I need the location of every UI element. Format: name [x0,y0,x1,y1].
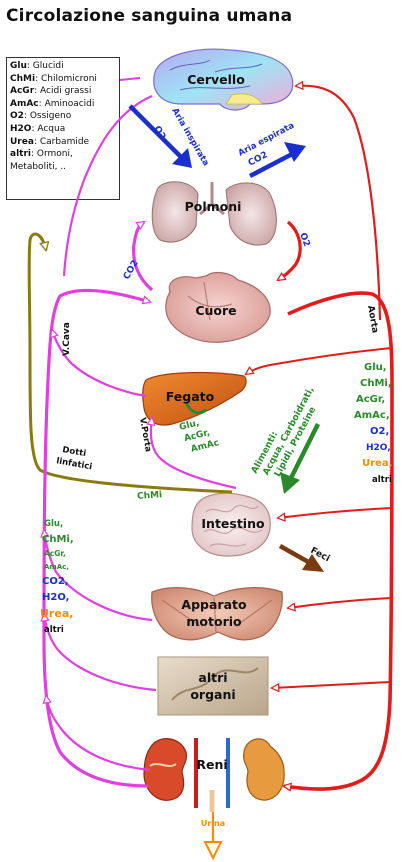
liver-output-chmi: ChMi, [360,378,392,389]
vein-kidney-to-cava [46,696,151,772]
vein-heart-to-lungs [132,220,154,292]
vein-other-to-cava [44,614,157,692]
heart-illustration [165,271,271,343]
liver-output-o2: O2, [370,426,389,437]
feces-arrow [278,544,324,572]
brain-illustration [153,48,294,111]
organ-label-heart: Cuore [195,303,236,318]
expired-air-label: Aria espirata [237,121,297,159]
aorta [284,291,394,789]
artery-to-liver [246,347,393,374]
vein-muscles-to-cava [44,530,153,622]
liver-output-glu: Glu, [364,362,387,373]
liver-output-urea: Urea, [362,458,392,469]
legend-row: ChMi: Chilomicroni [10,73,97,84]
vein-liver-to-cava [52,330,147,398]
artery-to-muscles [288,597,393,608]
page-title: Circolazione sanguina umana [6,6,293,26]
liver-output-acgr: AcGr, [356,394,385,405]
liver-output-h2o: H2O, [366,443,391,453]
artery-lungs-to-heart [278,220,302,282]
legend-row: AcGr: Acidi grassi [10,86,92,97]
liver-illustration [142,371,247,426]
lungs-illustration [151,181,277,246]
tissue-output-co2: CO2, [42,576,69,587]
legend-row: Metaboliti, .. [10,161,67,172]
tissue-output-chmi: ChMi, [42,534,74,545]
legend-row: H2O: Acqua [10,123,66,134]
organ-label-other: organi [190,687,235,702]
svg-text:Glu,: Glu, [178,418,200,433]
liver-output-altri: altri [372,475,392,485]
urine-arrow [203,812,223,861]
lung-o2-label: O2 [297,232,311,249]
urine-label: Urina [201,819,225,828]
legend-row: Urea: Carbamide [10,136,90,147]
food-arrow [280,422,321,494]
legend-row: altri: Ormoni, [10,149,73,160]
tissue-output-altri: altri [44,625,64,635]
chylomicrons-label: ChMi [137,490,163,502]
liver-output-amac: AmAc, [354,410,390,421]
organ-label-liver: Fegato [166,389,215,404]
vein-brain-to-legend [119,77,141,81]
tissue-output-amac: AmAc, [44,563,69,571]
artery-to-brain [296,86,382,321]
abbreviation-legend: Glu: Glucidi ChMi: Chilomicroni AcGr: Ac… [6,57,120,200]
artery-to-intestine [278,507,393,518]
tissue-output-glu: Glu, [44,519,63,529]
lymph-duct [27,232,233,494]
intestine-illustration [191,492,271,557]
tissue-output-urea: Urea, [40,607,73,620]
organ-label-kidneys: Reni [196,757,227,772]
tissue-output-acgr: AcGr, [44,549,66,558]
liver-outputs: Glu, ChMi, AcGr, AmAc, O2, H2O, Urea, al… [354,362,392,485]
muscles-illustration [151,587,283,641]
kidneys-illustration [143,738,285,812]
organ-label-other: altri [198,670,227,685]
organ-label-brain: Cervello [187,72,245,87]
aorta-label: Aorta [365,305,380,334]
legend-row: AmAc: Aminoacidi [10,98,95,109]
tissue-output-h2o: H2O, [42,592,69,603]
inspired-air-arrow [128,104,192,168]
vena-cava-label: V.Cava [62,322,72,356]
other-organs-illustration [157,656,269,716]
tissue-outputs: Glu, ChMi, AcGr, AmAc, CO2, H2O, Urea, a… [40,519,74,635]
legend-row: O2: Ossigeno [10,111,72,122]
vena-cava [42,288,150,788]
organ-label-muscles: motorio [186,614,242,629]
expired-air-arrow [248,142,306,178]
artery-to-other [272,681,391,688]
vein-brain-to-heart [62,94,153,277]
lymph-ducts-label: Dotti linfatici [55,444,95,472]
organ-label-lungs: Polmoni [185,199,242,214]
legend-row: Glu: Glucidi [10,61,64,71]
organ-label-muscles: Apparato [181,597,247,612]
organ-label-intestine: Intestino [201,516,265,531]
liver-inputs: Glu, AcGr, AmAc [178,418,220,454]
vena-porta [151,418,237,490]
